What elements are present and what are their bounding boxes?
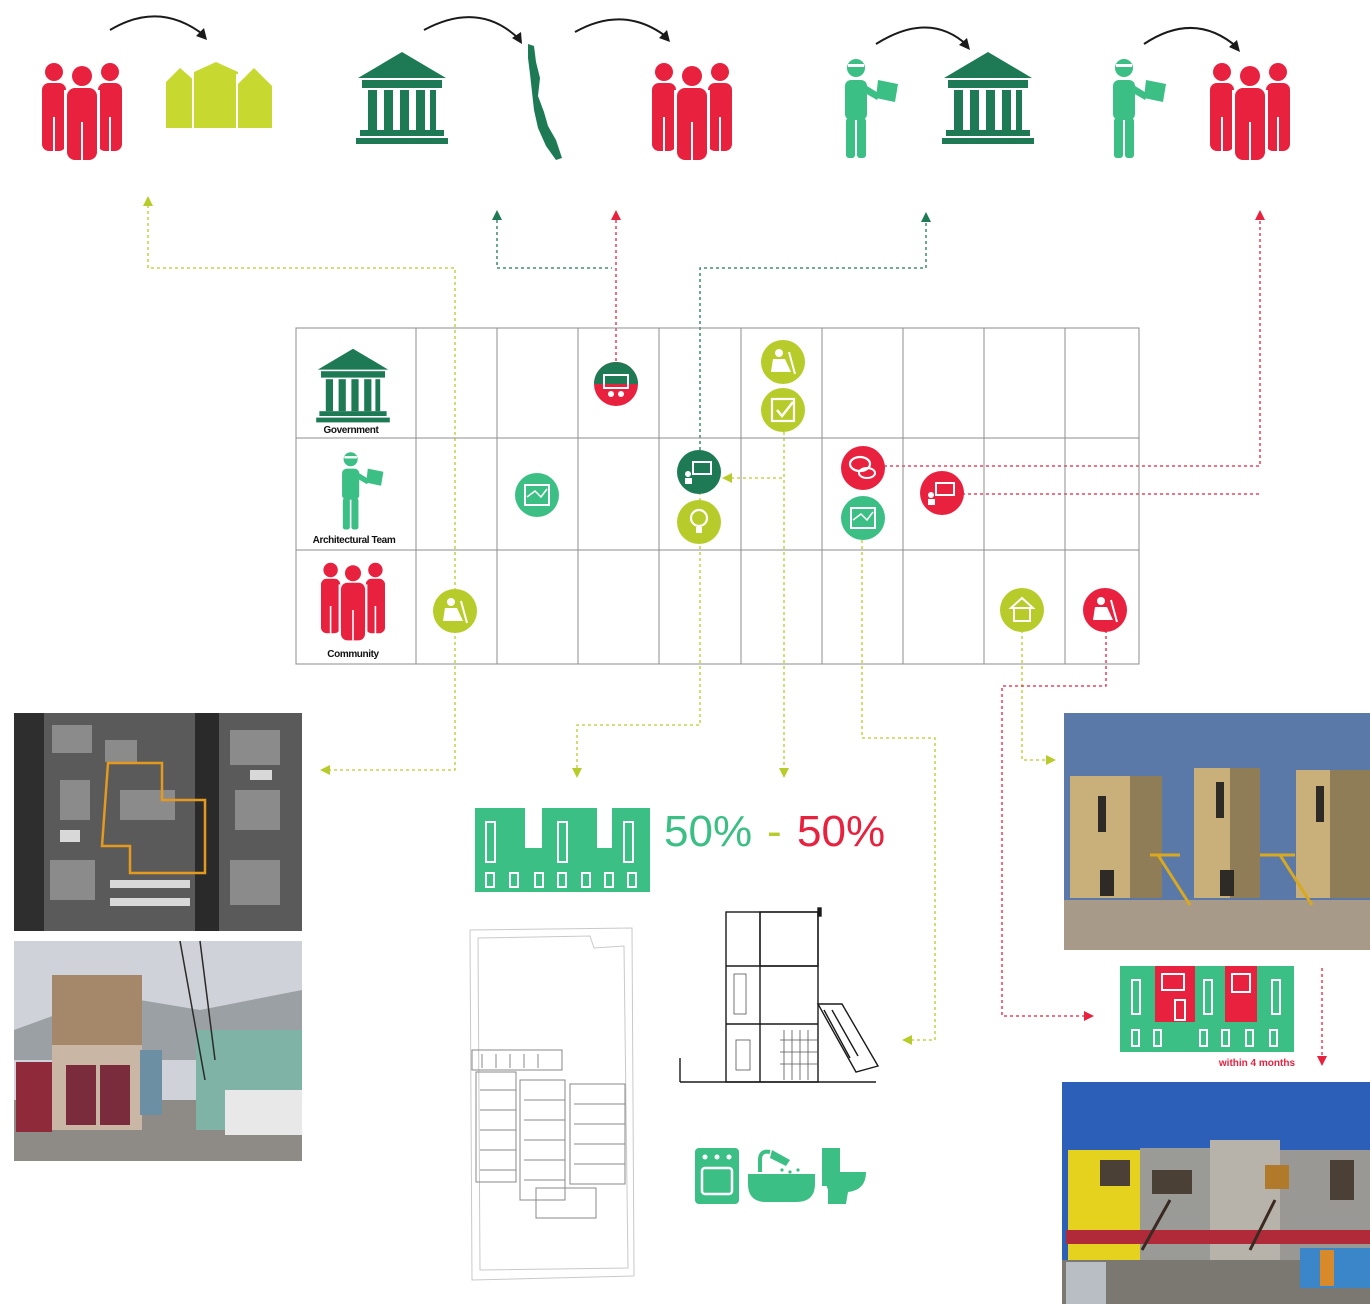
row-header-architectural-team: Architectural Team [313, 452, 396, 546]
community-people-icon [651, 62, 733, 161]
presentation-board-icon [677, 450, 721, 494]
community-people-icon [320, 561, 386, 642]
timeline-icons [433, 340, 1127, 633]
discussion-bubble-icon [841, 446, 885, 490]
house-icon [1000, 588, 1044, 632]
row-header-community: Community [320, 561, 386, 660]
aerial-site-photo [14, 713, 302, 931]
government-building-icon [942, 52, 1034, 144]
connectors [147, 205, 1323, 1056]
street-photo [14, 940, 302, 1161]
row-label-government: Government [324, 425, 380, 436]
relation-arrows [109, 15, 1239, 49]
half-house-diagram [475, 808, 650, 892]
worker-digging-icon [433, 589, 477, 633]
plan-board-icon [515, 473, 559, 517]
plan-board-icon [841, 496, 885, 540]
row-label-architectural-team: Architectural Team [313, 535, 396, 546]
government-building-icon [316, 348, 390, 423]
bathtub-shower-icon [748, 1149, 815, 1202]
architect-with-plan-icon [845, 59, 898, 158]
split-dash: - [767, 807, 782, 856]
facade-expansion-diagram: within 4 months [1120, 966, 1295, 1069]
chile-map-icon [528, 44, 562, 160]
housing-photo-before [1064, 713, 1370, 950]
top-actors [41, 44, 1291, 161]
architect-with-plan-icon [342, 452, 384, 530]
timeline-grid [295, 327, 1140, 665]
relation-arrowheads [196, 28, 1240, 52]
section-drawing [679, 907, 880, 1083]
cost-split-label: 50% - 50% [664, 807, 885, 856]
row-header-government: Government [316, 348, 390, 436]
worker-digging-icon [761, 340, 805, 384]
housing-photo-after [1062, 1082, 1370, 1304]
timeline-note: within 4 months [1218, 1058, 1296, 1069]
row-label-community: Community [327, 649, 379, 660]
community-people-icon [41, 62, 123, 161]
split-left-value: 50% [664, 807, 752, 856]
government-building-icon [356, 52, 448, 144]
floor-plan-drawing [469, 927, 635, 1281]
worker-digging-icon [1083, 588, 1127, 632]
community-people-icon [1209, 62, 1291, 161]
toilet-icon [822, 1148, 866, 1204]
financing-budget-icon [594, 362, 638, 406]
lightbulb-icon [677, 500, 721, 544]
split-right-value: 50% [797, 807, 885, 856]
presentation-board-icon [920, 471, 964, 515]
connector-arrowheads [143, 196, 1327, 1066]
fixtures-icons [695, 1148, 866, 1204]
houses-icon [166, 62, 272, 128]
kitchen-stove-icon [695, 1148, 739, 1204]
architect-with-plan-icon [1113, 59, 1166, 158]
approval-checkbox-icon [761, 388, 805, 432]
